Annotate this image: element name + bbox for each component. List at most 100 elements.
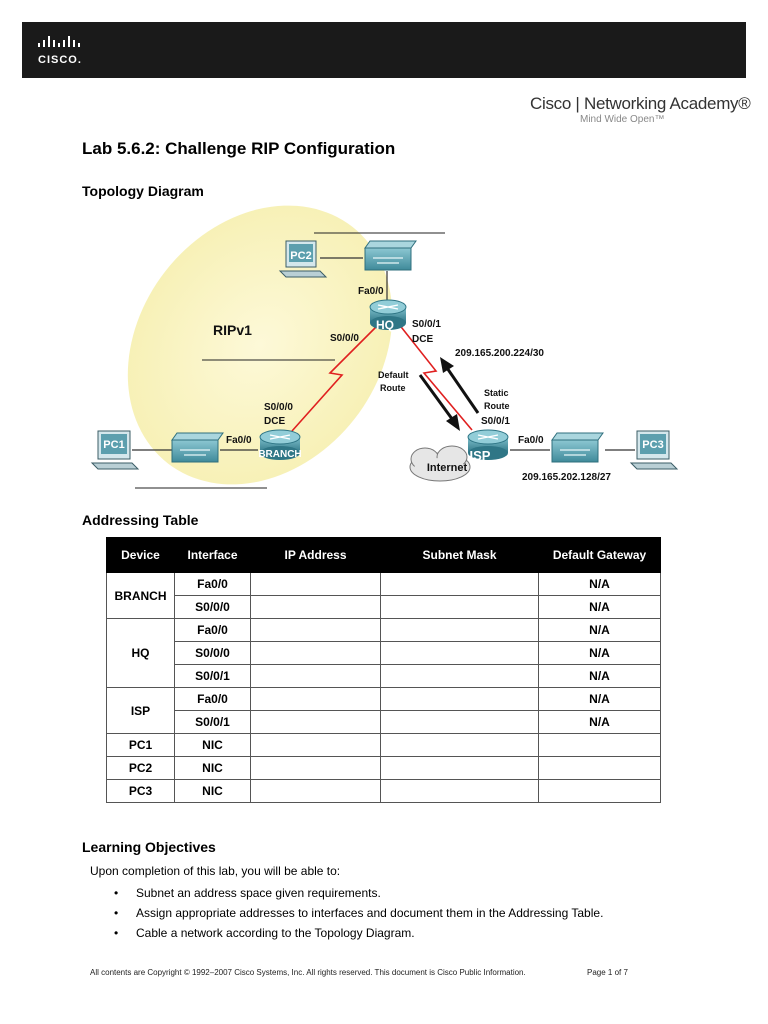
ip-address-cell xyxy=(250,641,381,665)
gateway-cell xyxy=(538,756,661,780)
pc-icon xyxy=(629,430,679,470)
table-row: S0/0/1 N/A xyxy=(107,710,661,734)
subnet-mask-cell xyxy=(380,779,539,803)
list-item: Subnet an address space given requiremen… xyxy=(112,886,603,906)
isp-fa00-label: Fa0/0 xyxy=(518,435,544,446)
static-route-label: Static xyxy=(484,388,509,398)
subnet-mask-cell xyxy=(380,756,539,780)
table-row: ISP Fa0/0 N/A xyxy=(106,687,661,734)
addressing-table: Device Interface IP Address Subnet Mask … xyxy=(106,537,661,803)
router-icon xyxy=(259,429,301,460)
ip-address-cell xyxy=(250,733,381,757)
footer-copyright: All contents are Copyright © 1992–2007 C… xyxy=(90,968,526,977)
branch-s000-label: S0/0/0 xyxy=(264,402,293,413)
subnet-mask-cell xyxy=(380,641,539,665)
pc2-label: PC2 xyxy=(290,250,311,262)
list-item: Assign appropriate addresses to interfac… xyxy=(112,906,603,926)
footer-page-number: Page 1 of 7 xyxy=(587,968,628,977)
interface-cell: Fa0/0 xyxy=(174,572,251,596)
static-route-arrow xyxy=(443,364,480,414)
default-route-arrowhead xyxy=(446,414,460,431)
interface-cell: Fa0/0 xyxy=(174,618,251,642)
cisco-logo xyxy=(38,36,80,47)
pc-icon xyxy=(90,430,140,470)
addressing-heading: Addressing Table xyxy=(82,512,199,528)
ripv1-label: RIPv1 xyxy=(213,322,252,338)
gateway-cell: N/A xyxy=(538,687,661,711)
page-title: Lab 5.6.2: Challenge RIP Configuration xyxy=(82,139,396,158)
ripv1-area xyxy=(127,205,393,485)
gateway-cell xyxy=(538,733,661,757)
hq-dce-label: DCE xyxy=(412,334,433,345)
default-route-label-2: Route xyxy=(380,383,406,393)
subnet-mask-cell xyxy=(380,710,539,734)
table-row: S0/0/1 N/A xyxy=(107,664,661,688)
isp-lan-network-label: 209.165.202.128/27 xyxy=(522,472,611,483)
col-header-device: Device xyxy=(106,537,175,573)
table-row: S0/0/0 N/A xyxy=(107,595,661,619)
topology-heading: Topology Diagram xyxy=(82,183,204,199)
pc1-label: PC1 xyxy=(103,439,124,451)
subnet-mask-cell xyxy=(380,572,539,596)
gateway-cell: N/A xyxy=(538,618,661,642)
subnet-mask-cell xyxy=(380,733,539,757)
ip-address-cell xyxy=(250,687,381,711)
cisco-wordmark: CISCO. xyxy=(38,54,82,66)
hq-s001-label: S0/0/1 xyxy=(412,319,441,330)
interface-cell: NIC xyxy=(174,756,251,780)
hq-label: HQ xyxy=(376,318,394,332)
interface-cell: Fa0/0 xyxy=(174,687,251,711)
gateway-cell: N/A xyxy=(538,595,661,619)
table-header-row: Device Interface IP Address Subnet Mask … xyxy=(106,537,661,573)
col-header-subnet-mask: Subnet Mask xyxy=(380,537,539,573)
objectives-intro: Upon completion of this lab, you will be… xyxy=(90,864,341,878)
interface-cell: S0/0/0 xyxy=(174,641,251,665)
gateway-cell xyxy=(538,779,661,803)
pc3-label: PC3 xyxy=(642,439,663,451)
default-route-arrow xyxy=(418,374,457,424)
internet-label: Internet xyxy=(427,462,468,474)
table-row: PC1 NIC xyxy=(106,733,661,757)
static-route-label-2: Route xyxy=(484,401,510,411)
switch-icon xyxy=(551,432,604,463)
gateway-cell: N/A xyxy=(538,641,661,665)
list-item: Cable a network according to the Topolog… xyxy=(112,926,603,946)
table-row: BRANCH Fa0/0 N/A xyxy=(106,572,661,619)
device-cell: ISP xyxy=(106,687,175,734)
academy-tagline: Mind Wide Open™ xyxy=(580,114,665,125)
pc-icon xyxy=(278,240,328,278)
interface-cell: NIC xyxy=(174,733,251,757)
ip-address-cell xyxy=(250,618,381,642)
interface-cell: S0/0/1 xyxy=(174,664,251,688)
table-row: PC2 NIC xyxy=(106,756,661,780)
internet-cloud-icon xyxy=(409,445,471,482)
networking-academy-logo: Cisco | Networking Academy® Mind Wide Op… xyxy=(530,92,751,132)
ip-address-cell xyxy=(250,756,381,780)
switch-icon xyxy=(364,240,417,271)
objectives-heading: Learning Objectives xyxy=(82,839,216,855)
col-header-interface: Interface xyxy=(174,537,251,573)
interface-cell: NIC xyxy=(174,779,251,803)
ip-address-cell xyxy=(250,595,381,619)
gateway-cell: N/A xyxy=(538,710,661,734)
device-cell: BRANCH xyxy=(106,572,175,619)
ip-address-cell xyxy=(250,572,381,596)
ip-address-cell xyxy=(250,664,381,688)
static-route-arrowhead xyxy=(440,357,454,373)
subnet-mask-cell xyxy=(380,687,539,711)
table-row: S0/0/0 N/A xyxy=(107,641,661,665)
topology-diagram: Internet PC2 PC1 PC3 HQ xyxy=(90,205,679,489)
subnet-mask-cell xyxy=(380,664,539,688)
header-banner: CISCO. xyxy=(22,22,746,78)
device-cell: PC3 xyxy=(106,779,175,803)
router-icon xyxy=(467,429,509,460)
hq-s000-label: S0/0/0 xyxy=(330,333,359,344)
isp-s001-label: S0/0/1 xyxy=(481,416,510,427)
subnet-mask-cell xyxy=(380,595,539,619)
academy-name: Cisco | Networking Academy® xyxy=(530,94,751,113)
branch-label: BRANCH xyxy=(258,449,301,460)
router-icon xyxy=(369,299,407,330)
isp-label: ISP xyxy=(470,448,491,463)
hq-isp-network-label: 209.165.200.224/30 xyxy=(455,348,544,359)
table-row: PC3 NIC xyxy=(106,779,661,803)
